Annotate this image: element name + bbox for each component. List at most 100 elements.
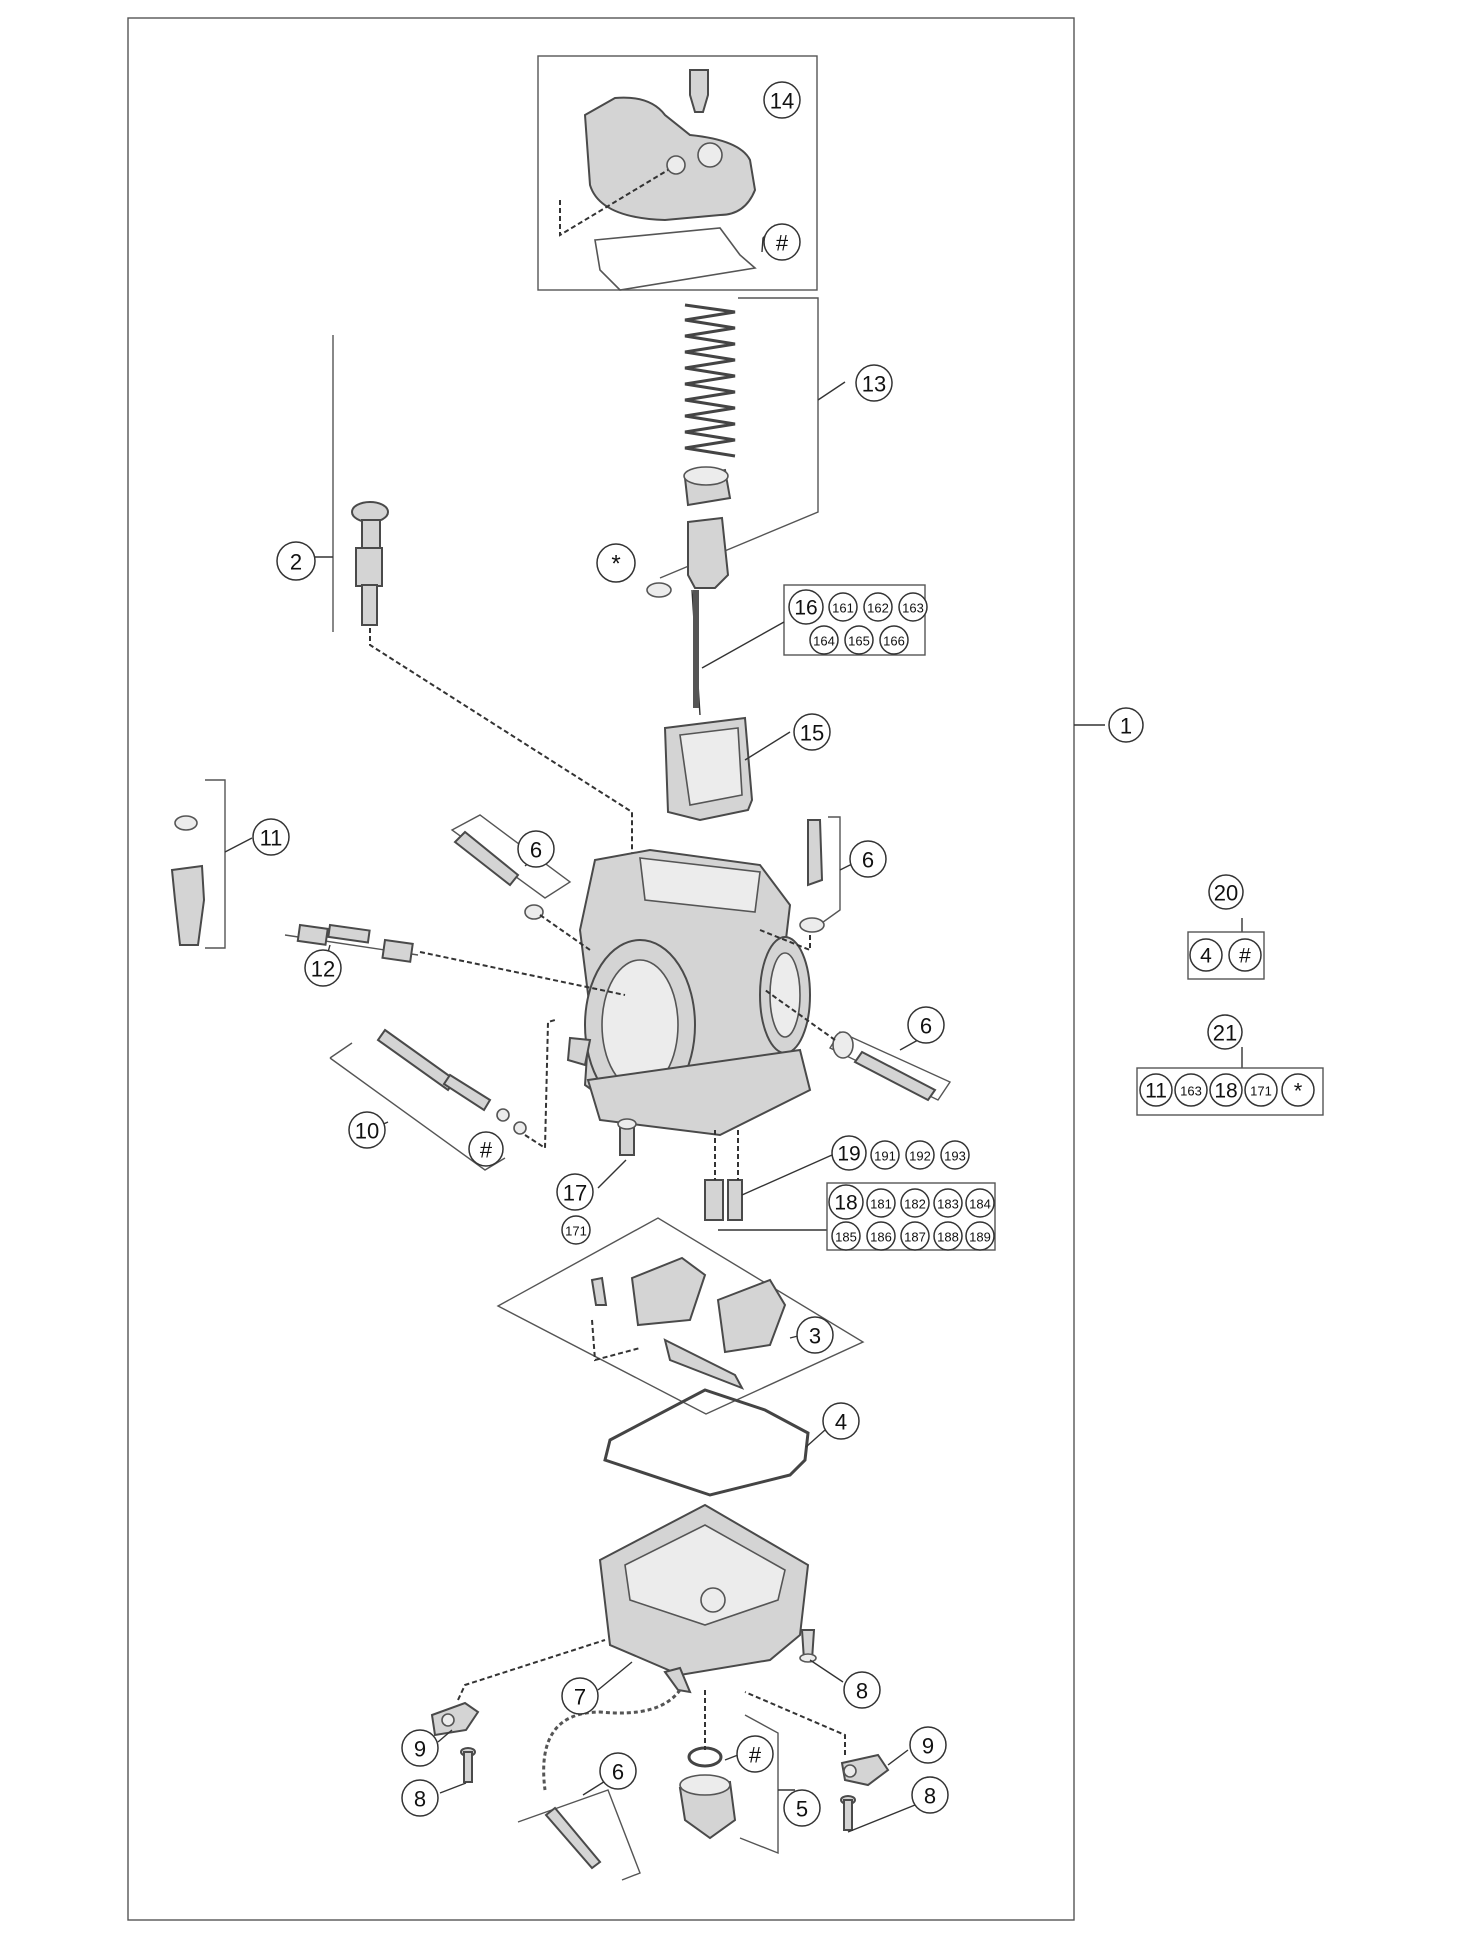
callout-c184: 184	[965, 1188, 995, 1218]
callout-circle	[940, 1140, 970, 1170]
callout-circle	[252, 818, 290, 856]
bowl-screw-upper-right	[799, 1629, 817, 1663]
callout-label: 11	[1145, 1080, 1167, 1103]
callout-circle	[736, 1735, 774, 1773]
callout-c164: 164	[809, 625, 839, 655]
top-cover-part	[559, 69, 776, 291]
mixture-screw-assembly	[376, 1019, 556, 1150]
callout-circle	[870, 1140, 900, 1170]
pilot-jet	[617, 1118, 637, 1156]
callout-circle	[599, 1752, 637, 1790]
callout-label: 13	[862, 372, 886, 397]
callout-c6c: 6	[907, 1006, 945, 1044]
callout-label: 16	[794, 597, 817, 620]
callout-label: 12	[311, 957, 335, 982]
callout-circle	[596, 543, 636, 583]
callout-circle	[1139, 1073, 1173, 1107]
callout-label: 161	[832, 601, 854, 616]
callout-label: 8	[414, 1787, 426, 1812]
callout-label: 6	[530, 838, 542, 863]
callout-circle	[933, 1221, 963, 1251]
bracket-left	[430, 1701, 480, 1737]
callout-label: 21	[1213, 1021, 1237, 1046]
callout-circle	[401, 1779, 439, 1817]
callout-c183: 183	[933, 1188, 963, 1218]
callout-label: 185	[835, 1230, 857, 1245]
callout-c17: 17	[556, 1173, 594, 1211]
bowl-screw-right	[840, 1795, 856, 1831]
callout-circle	[1228, 938, 1262, 972]
callout-cstar1: *	[596, 543, 636, 583]
callout-c3: 3	[796, 1316, 834, 1354]
callout-c191: 191	[870, 1140, 900, 1170]
callout-circle	[763, 81, 801, 119]
callout-circle	[828, 1184, 864, 1220]
callout-label: #	[1239, 945, 1251, 968]
idle-screw	[296, 923, 626, 996]
callout-c6b: 6	[849, 840, 887, 878]
callout-label: 164	[813, 634, 835, 649]
callout-label: 171	[565, 1224, 587, 1239]
callout-c163: 163	[898, 592, 928, 622]
callout-c20_4: 4	[1189, 938, 1223, 972]
callout-label: 183	[937, 1197, 959, 1212]
callout-circle	[809, 625, 839, 655]
callout-circle	[1244, 1073, 1278, 1107]
callout-label: 191	[874, 1149, 896, 1164]
callout-label: 8	[856, 1679, 868, 1704]
callout-label: 187	[904, 1230, 926, 1245]
callout-c21: 21	[1207, 1014, 1243, 1050]
callout-circle	[863, 592, 893, 622]
callout-c185: 185	[831, 1221, 861, 1251]
callout-c15: 15	[793, 713, 831, 751]
callout-circle	[1174, 1073, 1208, 1107]
callout-label: 4	[1200, 945, 1212, 968]
jet-needle-group-box	[783, 584, 926, 656]
callout-label: 189	[969, 1230, 991, 1245]
callout-circle	[1108, 707, 1144, 743]
callout-c192: 192	[905, 1140, 935, 1170]
callout-label: 18	[1214, 1080, 1237, 1103]
callout-label: 6	[612, 1760, 624, 1785]
callout-label: 181	[870, 1197, 892, 1212]
callout-circle	[866, 1221, 896, 1251]
callout-c186: 186	[866, 1221, 896, 1251]
callout-c187: 187	[900, 1221, 930, 1251]
callout-circle	[556, 1173, 594, 1211]
callout-label: *	[1294, 1079, 1303, 1104]
throttle-slide	[663, 716, 754, 822]
callout-circle	[911, 1776, 949, 1814]
callout-circle	[468, 1131, 504, 1167]
callout-label: 171	[1250, 1084, 1272, 1099]
callout-c171: 171	[561, 1215, 591, 1245]
slide-spring	[684, 303, 736, 458]
callout-c6d: 6	[599, 1752, 637, 1790]
callout-label: 182	[904, 1197, 926, 1212]
callout-c18: 18	[828, 1184, 864, 1220]
callout-c21_18: 18	[1209, 1073, 1243, 1107]
callout-circle	[866, 1188, 896, 1218]
callout-circle	[849, 840, 887, 878]
callout-circle	[1207, 1014, 1243, 1050]
callout-circle	[844, 625, 874, 655]
callout-label: 1	[1120, 714, 1132, 739]
callout-label: 20	[1214, 881, 1238, 906]
callout-label: #	[776, 231, 789, 256]
callout-c8b: 8	[401, 1779, 439, 1817]
callout-label: 163	[1180, 1084, 1202, 1099]
callout-c5: 5	[783, 1789, 821, 1827]
callout-c19: 19	[831, 1135, 867, 1171]
callout-circle	[822, 1402, 860, 1440]
callout-label: #	[749, 1743, 762, 1768]
callout-c162: 162	[863, 592, 893, 622]
callout-c9a: 9	[401, 1729, 439, 1767]
callout-label: 18	[834, 1192, 857, 1215]
callout-circle	[965, 1221, 995, 1251]
callout-label: 15	[800, 721, 824, 746]
callout-c14: 14	[763, 81, 801, 119]
diagram-frame	[127, 17, 1075, 1921]
callout-circle	[831, 1221, 861, 1251]
callout-c21_star: *	[1281, 1073, 1315, 1107]
float-pin-upper-left	[453, 830, 544, 920]
